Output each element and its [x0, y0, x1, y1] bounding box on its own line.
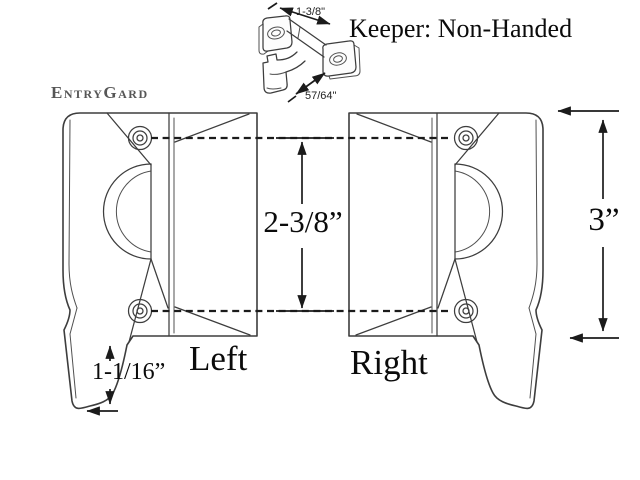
keeper-drawing — [258, 15, 361, 94]
right-lock-label: Right — [350, 343, 428, 382]
screw-spacing-dimension-label: 2-3/8” — [263, 204, 343, 239]
keeper-width-dimension-label: 1-3/8" — [296, 6, 325, 18]
left-lock-label: Left — [189, 339, 248, 378]
keeper-projection-dimension-label: 57/64" — [305, 90, 337, 102]
brand-logo: EntryGard — [51, 83, 149, 102]
keeper-dimension-arrows — [267, 2, 331, 103]
screw-centerlines — [151, 136, 452, 313]
keeper-title: Keeper: Non-Handed — [349, 14, 573, 43]
height-dimension-arrows — [557, 106, 619, 343]
lever-dimension-arrows — [86, 345, 118, 416]
lever-length-dimension-label: 1-1/16” — [92, 359, 166, 385]
height-dimension-label: 3” — [588, 202, 620, 238]
